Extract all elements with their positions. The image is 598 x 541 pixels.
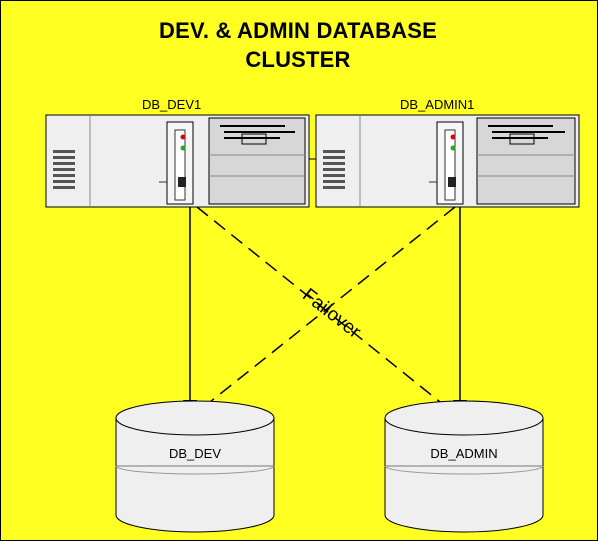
server-label-db-dev1: DB_DEV1 bbox=[142, 97, 202, 112]
diagram-title-line2: CLUSTER bbox=[245, 47, 351, 72]
power-panel-icon bbox=[159, 121, 194, 205]
server-label-db-admin1: DB_ADMIN1 bbox=[400, 97, 475, 112]
diagram-title-line1: DEV. & ADMIN DATABASE bbox=[159, 18, 437, 43]
failover-link-dev-to-admin bbox=[196, 206, 451, 411]
power-panel-icon bbox=[429, 121, 464, 205]
failover-link-admin-to-dev bbox=[199, 206, 456, 411]
failover-label: Failover bbox=[298, 285, 365, 344]
drive-bay-icon bbox=[208, 117, 306, 205]
server-db-dev1 bbox=[45, 114, 310, 208]
vent-grille-icon bbox=[323, 150, 345, 189]
database-db-admin: DB_ADMIN bbox=[384, 400, 544, 533]
database-label-db-admin: DB_ADMIN bbox=[430, 446, 497, 461]
vent-grille-icon bbox=[53, 150, 75, 189]
server-db-admin1 bbox=[315, 114, 580, 208]
database-db-dev: DB_DEV bbox=[115, 400, 275, 533]
drive-bay-icon bbox=[476, 117, 576, 205]
database-label-db-dev: DB_DEV bbox=[169, 446, 221, 461]
